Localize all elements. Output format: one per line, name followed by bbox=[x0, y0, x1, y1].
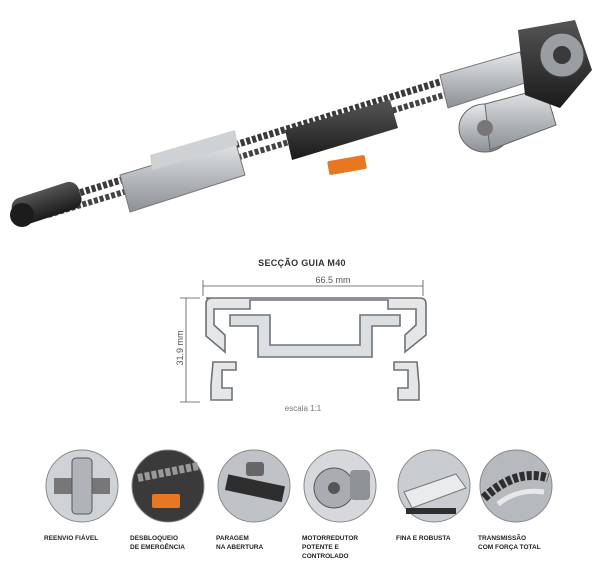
feature-label-line: TRANSMISSÃO bbox=[478, 535, 527, 542]
product-photo bbox=[10, 20, 592, 227]
feature-label-line: CONTROLADO bbox=[302, 552, 349, 560]
section-title: SECÇÃO GUIA M40 bbox=[258, 258, 346, 268]
feature-label-line: DESBLOQUEIO bbox=[130, 535, 179, 542]
height-dimension: 31.9 mm bbox=[175, 330, 185, 366]
rail-icon bbox=[397, 449, 471, 523]
feature-label-line: FINA E ROBUSTA bbox=[396, 535, 451, 542]
width-dimension: 66.5 mm bbox=[315, 275, 351, 285]
feature-label-line: COM FORÇA TOTAL bbox=[478, 543, 541, 551]
pulley-icon bbox=[45, 449, 119, 523]
chain-icon bbox=[479, 449, 553, 523]
feature-label-line: PARAGEM bbox=[216, 535, 249, 542]
feature-label-line: DE EMERGÊNCIA bbox=[130, 543, 185, 551]
rail-section-drawing bbox=[180, 280, 427, 403]
feature-label-line: NA ABERTURA bbox=[216, 543, 264, 551]
feature-item: FINA E ROBUSTA bbox=[396, 448, 482, 544]
stop-icon bbox=[217, 449, 291, 523]
feature-label-line: REENVIO FIÁVEL bbox=[44, 535, 99, 542]
motor-icon bbox=[303, 449, 377, 523]
feature-label-line: MOTORREDUTOR bbox=[302, 535, 359, 542]
emergency-release-icon bbox=[131, 449, 205, 523]
feature-label-line: POTENTE E bbox=[302, 543, 339, 551]
feature-item: REENVIO FIÁVEL bbox=[44, 448, 130, 544]
scale-label: escala 1:1 bbox=[284, 404, 322, 413]
